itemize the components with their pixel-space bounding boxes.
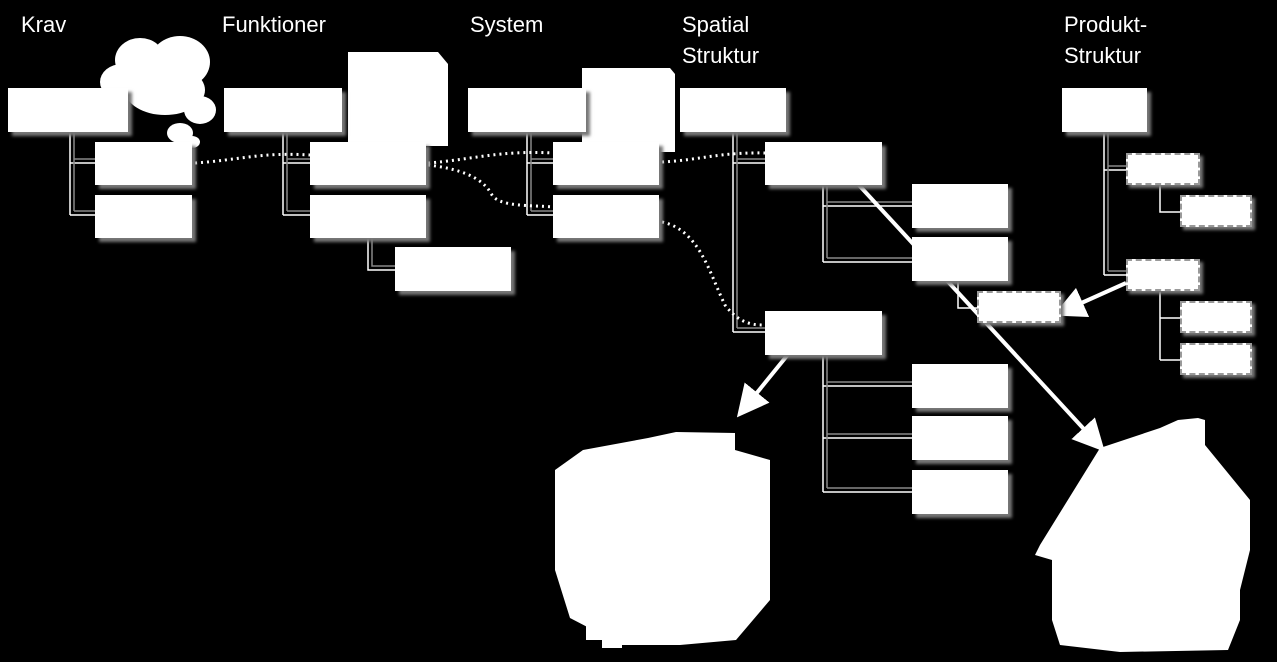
header-produkt-line2: Struktur [1064, 43, 1142, 68]
spatial-child-box [765, 311, 882, 355]
header-produkt-line1: Produkt- [1064, 12, 1148, 37]
produkt-grandchild-box [1180, 195, 1252, 227]
funktioner-root-box [224, 88, 342, 132]
spatial-root-box [680, 88, 786, 132]
header-spatial-line2: Struktur [682, 43, 760, 68]
spatial-grandchild-box [912, 470, 1008, 514]
spatial-product-slot-box [977, 291, 1061, 323]
funktioner-child-box [310, 195, 426, 238]
header-krav: Krav [21, 12, 67, 37]
funktioner-child-box [310, 142, 426, 185]
spatial-grandchild-box [912, 364, 1008, 408]
spatial-grandchild-box [912, 237, 1008, 281]
system-child-box [553, 195, 659, 238]
krav-child-box [95, 195, 192, 238]
spatial-grandchild-box [912, 184, 1008, 228]
system-root-box [468, 88, 586, 132]
krav-root-box [8, 88, 128, 132]
document-icon [582, 68, 675, 152]
produkt-child-box [1126, 153, 1200, 185]
header-spatial-line1: Spatial [682, 12, 750, 37]
solid-arrows [736, 181, 1127, 452]
tree-lines [69, 132, 1180, 493]
krav-child-box [95, 142, 192, 185]
header-system: System [470, 12, 544, 37]
dotted-links [194, 150, 766, 327]
document-icon [348, 52, 448, 146]
produkt-grandchild-box [1180, 301, 1252, 333]
header-funktioner: Funktioner [222, 12, 326, 37]
system-child-box [553, 142, 659, 185]
produkt-grandchild-box [1180, 343, 1252, 375]
produkt-root-box [1062, 88, 1147, 132]
funktioner-grandchild-box [395, 247, 511, 291]
produkt-child-box [1126, 259, 1200, 291]
spatial-grandchild-box [912, 416, 1008, 460]
house-icon [1035, 418, 1250, 652]
box-3d-icon [555, 432, 770, 648]
thought-cloud-icon [100, 36, 216, 148]
spatial-child-box [765, 142, 882, 185]
